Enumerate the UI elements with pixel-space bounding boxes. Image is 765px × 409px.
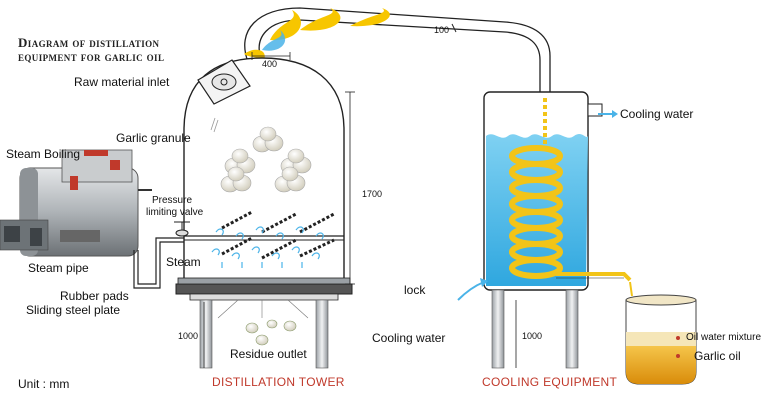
dimension-pipe-100: 100: [434, 25, 450, 35]
steam-boiler: [0, 149, 152, 257]
dimension-tower-leg-1000: 1000: [178, 331, 199, 341]
inlet-dimension-400: [251, 52, 291, 60]
cooler-legs: [491, 289, 579, 369]
caption-distillation-tower: DISTILLATION TOWER: [212, 375, 345, 389]
label-garlic-granule: Garlic granule: [116, 131, 191, 145]
label-steam-pipe: Steam pipe: [28, 261, 89, 275]
steam-swirls: [211, 226, 324, 268]
label-cooling-water-outlet: Cooling water: [620, 107, 694, 121]
label-residue-outlet: Residue outlet: [230, 347, 307, 361]
pipe-dimension-mark: [451, 23, 457, 33]
label-lock: lock: [404, 283, 426, 297]
title-line-1: Diagram of distillation: [18, 35, 160, 50]
steam-distribution-plate: [184, 235, 344, 241]
label-unit: Unit : mm: [18, 377, 70, 391]
raw-material-inlet-hopper: [197, 59, 251, 133]
label-pressure-1: Pressure: [152, 195, 193, 206]
vapor-flames: [244, 8, 390, 60]
steam-pipe: [133, 237, 184, 289]
dimension-cooler-leg-1000: 1000: [522, 331, 543, 341]
label-cooling-water-inlet: Cooling water: [372, 331, 446, 345]
label-raw-material-inlet: Raw material inlet: [74, 75, 170, 89]
label-pressure-2: limiting valve: [146, 207, 204, 218]
label-steam: Steam: [166, 255, 201, 269]
residue-garlic: [245, 319, 297, 346]
pressure-limiting-valve: [174, 221, 190, 237]
tower-legs: [199, 299, 329, 369]
label-oil-water-mixture: Oil water mixture: [686, 332, 762, 343]
label-steam-boiling: Steam Boiling: [6, 147, 81, 161]
label-garlic-oil: Garlic oil: [694, 349, 741, 363]
cooling-water-arrows: [457, 110, 618, 301]
label-sliding-steel-plate: Sliding steel plate: [26, 303, 121, 317]
garlic-granules: [220, 126, 312, 193]
distillation-tower-body: [175, 57, 353, 301]
jar-label-dots: [676, 336, 680, 358]
steam-nozzles: [221, 210, 335, 260]
dimension-tower-1700: 1700: [362, 189, 383, 199]
caption-cooling-equipment: COOLING EQUIPMENT: [482, 375, 618, 389]
label-rubber-pads: Rubber pads: [60, 289, 129, 303]
dimension-inlet-400: 400: [262, 59, 278, 69]
residue-outlet-lines: [217, 299, 309, 319]
title-line-2: equipment for garlic oil: [18, 48, 165, 64]
tower-height-dimension: [345, 91, 355, 285]
diagram-title: Diagram of distillation equipment for ga…: [18, 36, 164, 63]
condenser-coil: [509, 98, 632, 282]
